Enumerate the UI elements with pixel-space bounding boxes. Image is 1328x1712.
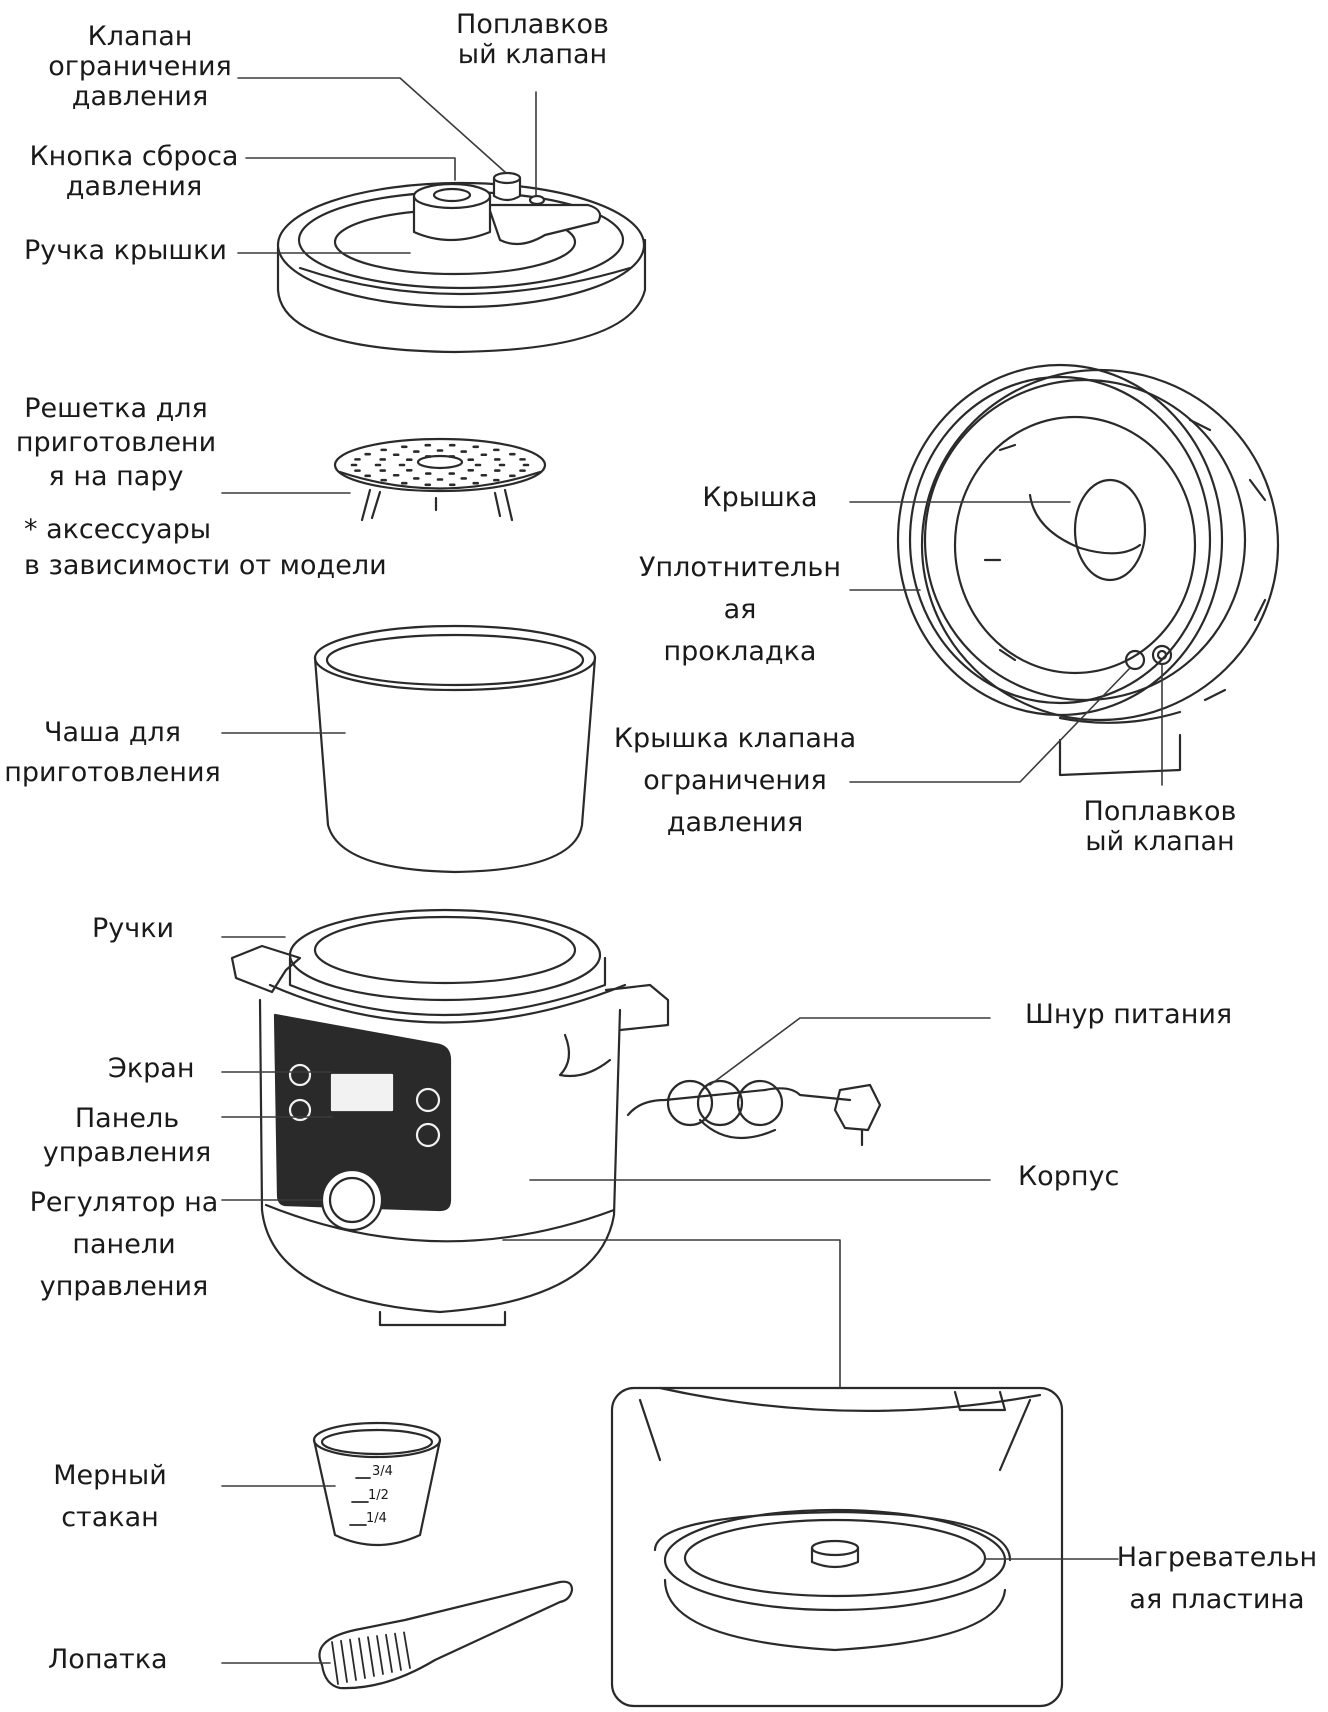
steam-rack-drawing (333, 437, 547, 522)
label-accessories-note: * аксессуары в зависимости от модели (24, 514, 387, 581)
leader-valve-cover (849, 667, 1131, 783)
label-lid-handle: Ручка крышки (24, 235, 227, 266)
spatula-ridge (403, 1631, 411, 1669)
spatula-ridge (385, 1633, 393, 1673)
cup-mark-half: 1/2 (368, 1488, 389, 1503)
leader-pressure-release-button (245, 157, 456, 181)
measuring-cup-drawing (312, 1421, 442, 1547)
label-body: Корпус (1018, 1161, 1120, 1192)
label-control-knob: Регулятор на панели управления (29, 1187, 219, 1302)
spatula-ridge (349, 1638, 357, 1681)
cooking-bowl-drawing (313, 624, 597, 874)
label-inner-lid: Крышка (702, 482, 818, 513)
spatula-ridge (367, 1636, 375, 1677)
label-spatula: Лопатка (48, 1644, 168, 1675)
spatula-ridge (358, 1637, 366, 1679)
label-measuring-cup: Мерный стакан (53, 1460, 167, 1533)
spatula-ridge (376, 1635, 384, 1675)
inner-lid-drawing (920, 368, 1280, 777)
label-screen: Экран (108, 1053, 195, 1084)
spatula-ridge (340, 1639, 348, 1683)
heating-plate-drawing (610, 1386, 1064, 1708)
spatula-drawing (318, 1580, 574, 1690)
label-float-valve-right: Поплавков ый клапан (1083, 796, 1237, 857)
label-pressure-release-button: Кнопка сброса давления (29, 141, 239, 202)
cup-mark-quarter: 1/4 (366, 1511, 387, 1526)
label-cooking-bowl: Чаша для приготовления (4, 717, 221, 788)
label-sealing-ring: Уплотнительн ая прокладка (639, 552, 841, 667)
label-heating-plate: Нагревательн ая пластина (1116, 1542, 1318, 1615)
label-power-cord: Шнур питания (1025, 999, 1233, 1030)
sealing-ring-drawing (896, 363, 1224, 717)
label-handles: Ручки (92, 913, 175, 944)
lid-drawing (276, 171, 647, 354)
spatula-ridge (331, 1641, 339, 1685)
leader-power-cord (709, 1017, 991, 1086)
label-control-panel: Панель управления (42, 1103, 212, 1168)
spatula-ridge (394, 1632, 402, 1671)
label-float-valve-top: Поплавков ый клапан (456, 9, 609, 70)
label-valve-cover: Крышка клапана ограничения давления (613, 723, 857, 838)
leader-pressure-limit-valve (237, 77, 506, 173)
label-pressure-limit-valve: Клапан ограничения давления (48, 21, 232, 112)
cooker-body-drawing (230, 908, 882, 1327)
leader-lines (221, 77, 1163, 1664)
cup-mark-three-quarters: 3/4 (372, 1464, 393, 1479)
leader-heating-plate (502, 1239, 841, 1389)
label-steam-rack: Решетка для приготовлени я на пару (15, 393, 217, 492)
